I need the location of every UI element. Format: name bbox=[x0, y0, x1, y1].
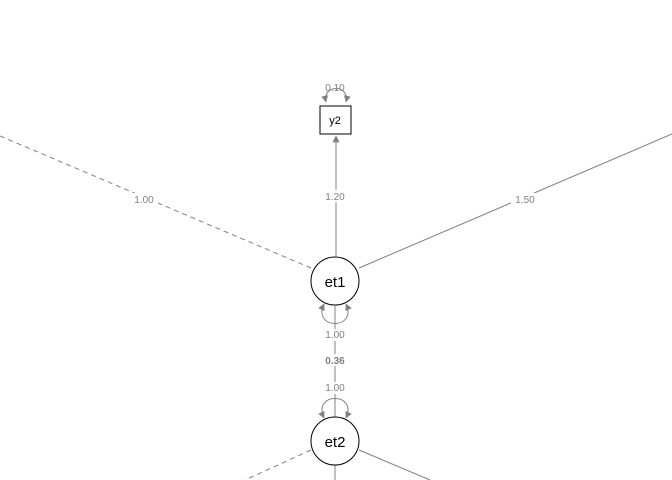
edge-label-bg bbox=[322, 190, 350, 202]
node-y2-box bbox=[319, 105, 352, 135]
edge-et2-left bbox=[244, 449, 312, 480]
variance-label-y2: 0.10 bbox=[325, 83, 345, 94]
edge-label-bg bbox=[321, 354, 349, 366]
edge-label-et1-et2: 0.36 bbox=[325, 356, 345, 367]
node-et1-circle bbox=[310, 256, 360, 306]
variance-loop-et2 bbox=[318, 398, 352, 419]
edge-et2-right bbox=[358, 449, 431, 480]
variance-loop-y2 bbox=[321, 88, 351, 103]
node-y2-label: y2 bbox=[329, 115, 341, 127]
edge-label-et1-y2: 1.20 bbox=[325, 192, 345, 203]
variance-label-et2: 1.00 bbox=[325, 383, 345, 394]
edge-label-bg bbox=[130, 193, 158, 205]
variance-label-et1: 1.00 bbox=[325, 330, 345, 341]
node-et2-label: et2 bbox=[325, 434, 346, 451]
edge-label-left-et1: 1.00 bbox=[134, 195, 154, 206]
variance-loop-et1 bbox=[318, 303, 352, 324]
node-et2-circle bbox=[310, 416, 360, 466]
variance-label-bg bbox=[322, 329, 348, 341]
edge-left-et1 bbox=[0, 135, 312, 269]
edge-label-bg bbox=[511, 193, 539, 205]
edge-label-et1-right: 1.50 bbox=[515, 195, 535, 206]
node-et1-label: et1 bbox=[325, 274, 346, 291]
variance-label-bg bbox=[322, 382, 348, 394]
